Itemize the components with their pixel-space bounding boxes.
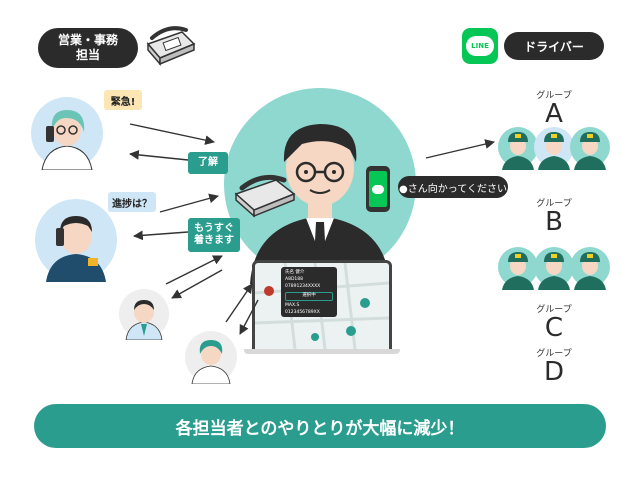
line-logo-icon: LINE xyxy=(462,28,498,64)
understood-tag: 了解 xyxy=(188,152,228,174)
driver-badge: ドライバー xyxy=(504,32,604,60)
line-chat-icon xyxy=(372,184,384,194)
sales-badge-line2: 担当 xyxy=(75,48,100,62)
line-message-text: ●さん向かってください xyxy=(399,183,507,195)
central-desk-phone-icon xyxy=(234,174,296,218)
summary-banner: 各担当者とのやりとりが大幅に減少！ xyxy=(34,404,606,448)
progress-bubble: 進捗は？ xyxy=(108,192,156,212)
info-row-id: A8D188 xyxy=(285,276,303,282)
arrow-woman-to-center xyxy=(129,123,215,145)
select-button[interactable]: 選択中 xyxy=(285,292,333,301)
arriving-line1: もうすぐ xyxy=(194,222,234,234)
drivers-group-a-illustration xyxy=(498,127,610,170)
urgent-text: 緊急! xyxy=(110,96,136,108)
info-sub-label: MAX.S xyxy=(285,303,300,308)
line-message-bubble: ●さん向かってください xyxy=(398,176,508,198)
group-d-label: グループ xyxy=(536,349,572,359)
group-a-letter: A xyxy=(545,99,563,129)
info-sub-value: 0123456789XX xyxy=(285,309,320,315)
line-logo-text: LINE xyxy=(471,42,489,50)
man-in-suit-avatar xyxy=(119,289,169,340)
arrow-center-to-worker xyxy=(133,230,189,241)
understood-text: 了解 xyxy=(198,156,218,168)
drivers-group-b-illustration xyxy=(498,247,610,290)
smartphone-icon xyxy=(366,166,390,212)
group-c-label: グループ xyxy=(536,305,572,315)
worker-on-phone-avatar xyxy=(35,199,117,282)
driver-avatar xyxy=(534,127,574,170)
group-c-letter: C xyxy=(544,313,564,343)
desk-phone-icon xyxy=(146,26,196,67)
progress-text: 進捗は？ xyxy=(112,198,152,210)
sales-badge: 営業・事務 担当 xyxy=(38,28,138,68)
driver-avatar xyxy=(534,247,574,290)
info-row-phone: 07891234XXXX xyxy=(285,283,321,289)
arrow-center-to-woman xyxy=(129,150,189,161)
arrow-staff-to-center xyxy=(225,283,253,323)
urgent-bubble: 緊急! xyxy=(104,90,142,110)
driver-avatar xyxy=(570,127,610,170)
summary-banner-text: 各担当者とのやりとりが大幅に減少！ xyxy=(175,418,465,439)
group-b-letter: B xyxy=(545,207,563,237)
group-a-label: グループ xyxy=(536,91,572,101)
group-b-label: グループ xyxy=(536,199,572,209)
woman-staff-avatar xyxy=(185,331,237,384)
driver-info-panel: 氏名 健介 A8D188 07891234XXXX 選択中 MAX.S 0123… xyxy=(281,267,337,317)
group-d-letter: D xyxy=(543,357,565,387)
sales-badge-line1: 営業・事務 xyxy=(57,33,118,47)
arriving-tag: もうすぐ 着きます xyxy=(188,218,240,252)
info-row-name: 氏名 健介 xyxy=(285,270,305,275)
driver-avatar xyxy=(570,247,610,290)
driver-avatar xyxy=(498,127,538,170)
group-c: グループ C xyxy=(524,302,584,341)
group-d: グループ D xyxy=(524,346,584,385)
laptop-base xyxy=(244,349,400,354)
driver-avatar xyxy=(498,247,538,290)
arriving-line2: 着きます xyxy=(194,235,234,246)
arrow-center-to-drivers xyxy=(425,139,495,159)
woman-on-phone-avatar xyxy=(31,97,103,170)
laptop-screen: 氏名 健介 A8D188 07891234XXXX 選択中 MAX.S 0123… xyxy=(252,260,392,352)
driver-badge-label: ドライバー xyxy=(524,39,584,54)
group-b: グループ B xyxy=(524,196,584,235)
group-a: グループ A xyxy=(524,88,584,127)
